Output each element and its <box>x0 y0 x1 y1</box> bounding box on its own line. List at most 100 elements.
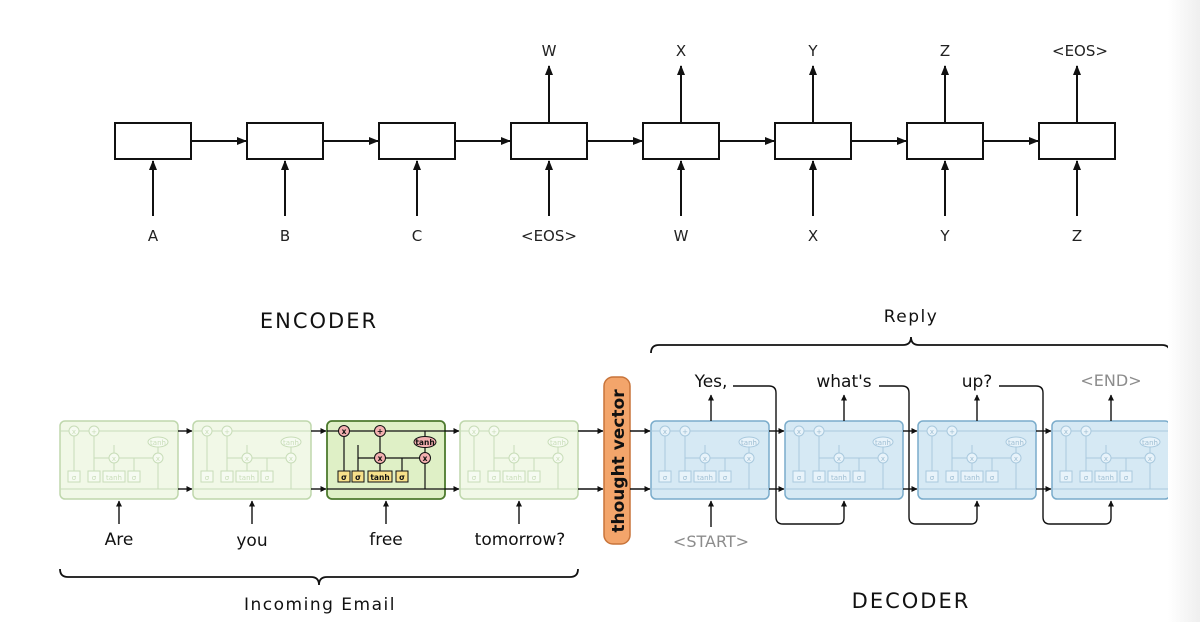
reply-word: up? <box>962 372 993 392</box>
incoming-email-label: Incoming Email <box>244 595 396 615</box>
decoder-lstm-cell-3: σ σ tanh σ tanh x + x x <box>917 420 1037 500</box>
input-label: W <box>674 227 689 245</box>
input-label: <EOS> <box>521 227 577 245</box>
input-label: X <box>808 227 818 245</box>
times-op-label: x <box>747 455 751 463</box>
times-op-label: x <box>205 428 209 436</box>
tanh-gate-label: tanh <box>697 474 713 482</box>
times-op-label: x <box>423 454 428 463</box>
rnn-cell-4 <box>510 122 588 160</box>
sigma-gate-label: σ <box>817 474 822 482</box>
start-token: <START> <box>673 532 749 551</box>
sigma-gate-label: σ <box>797 474 802 482</box>
decoder-title: DECODER <box>852 589 971 613</box>
sigma-gate-label: σ <box>205 474 210 482</box>
output-label: Y <box>807 42 818 60</box>
rnn-cell-5 <box>642 122 720 160</box>
times-op-label: x <box>245 455 249 463</box>
output-label: <EOS> <box>1052 42 1108 60</box>
encoder-title: ENCODER <box>260 309 378 333</box>
sigma-gate-label: σ <box>532 474 537 482</box>
input-arrows <box>149 160 1081 216</box>
times-op-label: x <box>837 455 841 463</box>
sigma-gate-label: σ <box>399 473 405 482</box>
rnn-cell-2 <box>246 122 324 160</box>
plus-op-label: + <box>224 428 230 436</box>
tanh-op-label: tanh <box>283 439 299 447</box>
tanh-op-label: tanh <box>1008 439 1024 447</box>
sigma-gate-label: σ <box>132 474 137 482</box>
times-op-label: x <box>72 428 76 436</box>
plus-op-label: + <box>682 428 688 436</box>
thought-vector: thought vector <box>603 376 631 545</box>
tanh-gate-label: tanh <box>506 474 522 482</box>
output-label: X <box>676 42 686 60</box>
sigma-gate-label: σ <box>1064 474 1069 482</box>
times-op-label: x <box>930 428 934 436</box>
sigma-gate-label: σ <box>930 474 935 482</box>
reply-label: Reply <box>884 307 939 327</box>
thought-vector-label: thought vector <box>609 389 629 533</box>
decoder-lstm-cells: σ σ tanh σ tanh x + x x <box>650 420 1171 500</box>
sigma-gate-label: σ <box>355 473 361 482</box>
sigma-gate-label: σ <box>1084 474 1089 482</box>
times-op-label: x <box>156 455 160 463</box>
encoder-lstm-cell-4: σ σ tanh σ tanh x + x x <box>459 420 579 500</box>
tanh-gate-label: tanh <box>831 474 847 482</box>
tanh-op-label: tanh <box>150 439 166 447</box>
times-op-label: x <box>881 455 885 463</box>
sigma-gate-label: σ <box>857 474 862 482</box>
tanh-gate-label: tanh <box>1098 474 1114 482</box>
plus-op-label: + <box>949 428 955 436</box>
times-op-label: x <box>472 428 476 436</box>
times-op-label: x <box>797 428 801 436</box>
seq2seq-chain: A B C <EOS> W X Y Z W X Y Z <EOS> <box>114 42 1116 245</box>
decoder-connectors <box>630 385 1114 527</box>
output-arrows <box>545 65 1081 123</box>
sigma-gate-label: σ <box>723 474 728 482</box>
times-op-label: x <box>1064 428 1068 436</box>
sigma-gate-label: σ <box>472 474 477 482</box>
input-label: C <box>412 227 422 245</box>
tanh-gate-label: tanh <box>964 474 980 482</box>
encoder-lstm-cell-3-active: σ σ tanh σ tanh x + x x <box>326 420 446 500</box>
sigma-gate-label: σ <box>265 474 270 482</box>
email-word: tomorrow? <box>475 530 566 550</box>
reply-word: Yes, <box>694 372 728 392</box>
tanh-op-label: tanh <box>741 439 757 447</box>
plus-op-label: + <box>1083 428 1089 436</box>
times-op-label: x <box>1014 455 1018 463</box>
tanh-op-label: tanh <box>1142 439 1158 447</box>
times-op-label: x <box>512 455 516 463</box>
times-op-label: x <box>112 455 116 463</box>
tanh-op-label: tanh <box>550 439 566 447</box>
output-label: Z <box>940 42 950 60</box>
sigma-gate-label: σ <box>663 474 668 482</box>
sigma-gate-label: σ <box>225 474 230 482</box>
rnn-cell-8 <box>1038 122 1116 160</box>
sigma-gate-label: σ <box>1124 474 1129 482</box>
tanh-op-label: tanh <box>875 439 891 447</box>
times-op-label: x <box>970 455 974 463</box>
rnn-cell-3 <box>378 122 456 160</box>
sigma-gate-label: σ <box>492 474 497 482</box>
encoder-lstm-cells: σ σ tanh σ tanh x + x x <box>59 420 579 500</box>
email-word: you <box>236 531 267 551</box>
sigma-gate-label: σ <box>683 474 688 482</box>
plus-op-label: + <box>91 428 97 436</box>
email-word: Are <box>105 530 134 550</box>
times-op-label: x <box>342 427 347 436</box>
output-label: W <box>542 42 557 60</box>
encoder-lstm-cell-2: σ σ tanh σ tanh x + x x <box>192 420 312 500</box>
decoder-lstm-cell-1: σ σ tanh σ tanh x + x x <box>650 420 770 500</box>
times-op-label: x <box>663 428 667 436</box>
reply-brace <box>650 336 1171 354</box>
encoder-lstm-cell-1: σ σ tanh σ tanh x + x x <box>59 420 179 500</box>
page-edge-shadow <box>1168 0 1200 622</box>
tanh-gate-label: tanh <box>106 474 122 482</box>
rnn-cell-7 <box>906 122 984 160</box>
email-word: free <box>369 530 403 550</box>
encoder-connectors <box>116 428 604 524</box>
tanh-gate-label: tanh <box>370 473 389 482</box>
